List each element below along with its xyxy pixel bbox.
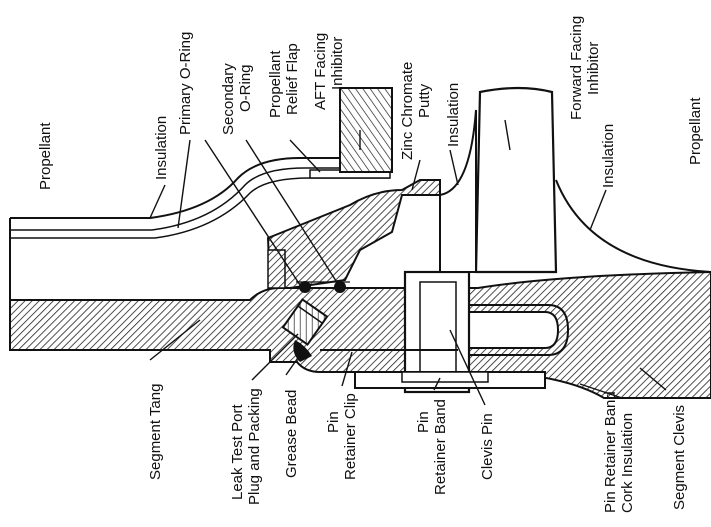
insulation-layer-inner [10,177,390,239]
label-pin-retainer-clip-2: Retainer Clip [342,393,359,480]
clevis-slot [458,304,570,356]
label-secondary-o-ring-1: Secondary [220,63,237,135]
label-leak-test-2: Plug and Packing [246,388,263,505]
label-leak-test-1: Leak Test Port [229,404,246,500]
label-forward-inhibitor-2: Inhibitor [585,42,602,95]
tang-tip [460,311,560,349]
putty-lower [267,249,286,289]
clevis-pin-inner [419,281,457,383]
label-cork-1: Pin Retainer Band [602,391,619,513]
label-zinc-putty-1: Zinc Chromate [399,62,416,160]
leader-lines [149,119,667,406]
label-insulation-top: Insulation [153,116,170,180]
insulation-layer-mid [10,167,380,231]
zinc-chromate-putty [266,179,441,289]
label-propellant-right: Propellant [687,97,704,165]
label-zinc-putty-2: Putty [416,83,433,118]
label-segment-tang: Segment Tang [147,384,164,480]
label-propellant-relief-1: Propellant [267,50,284,118]
label-pin-retainer-band-1: Pin [415,411,432,433]
aft-facing-inhibitor [339,87,393,173]
label-aft-inhibitor-1: AFT Facing [312,33,329,110]
grease-bead [293,340,312,362]
label-cork-2: Cork Insulation [619,413,636,513]
pin-retainer-band-inner [401,371,489,383]
insulation-right-curve [555,179,711,273]
forward-facing-inhibitor [474,86,558,274]
label-pin-retainer-band-2: Retainer Band [432,399,449,495]
label-propellant-left: Propellant [37,122,54,190]
secondary-o-ring [334,281,346,293]
insulation-mound [439,109,477,273]
label-insulation-right: Insulation [600,124,617,188]
label-propellant-relief-2: Relief Flap [284,43,301,115]
label-segment-clevis: Segment Clevis [671,405,688,510]
primary-o-ring [299,281,311,293]
label-aft-inhibitor-2: Inhibitor [329,37,346,90]
label-secondary-o-ring-2: O-Ring [237,64,254,112]
label-pin-retainer-clip-1: Pin [325,411,342,433]
label-forward-inhibitor-1: Forward Facing [568,16,585,120]
label-clevis-pin: Clevis Pin [479,413,496,480]
labels: Propellant Insulation Primary O-Ring Sec… [37,16,704,513]
label-grease-bead: Grease Bead [283,390,300,478]
label-insulation-mid: Insulation [445,83,462,147]
insulation-layer-outer [10,157,380,219]
label-primary-o-ring: Primary O-Ring [177,32,194,135]
